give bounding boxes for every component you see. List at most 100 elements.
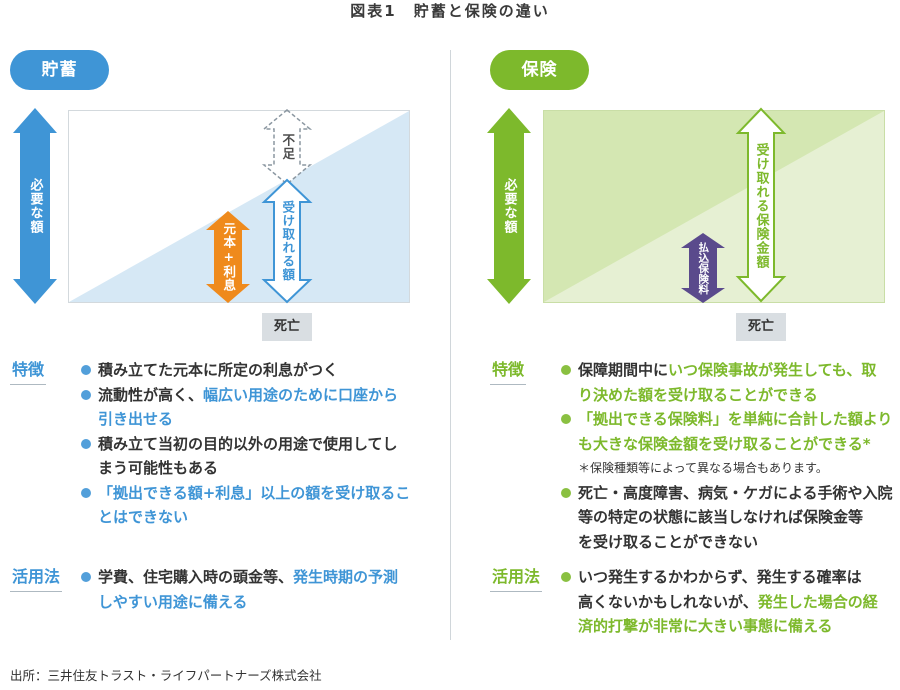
text-line: しやすい用途に備える xyxy=(98,590,398,615)
text-line: を受け取ることができない xyxy=(578,530,893,555)
arrow-label: 必要な額 xyxy=(501,178,517,234)
plain-text: 高くないかもしれないが、 xyxy=(578,592,758,611)
text-line: まう可能性もある xyxy=(98,456,410,481)
bullet-dot xyxy=(561,414,571,424)
text-line: 「拠出できる保険料」を単純に合計した額より xyxy=(578,407,893,432)
insurance-death-marker: 死亡 xyxy=(736,313,786,341)
arrow-shape xyxy=(487,108,531,304)
emphasis-text: り決めた額を受け取ることができる xyxy=(578,385,818,404)
list-item: 積み立てた元本に所定の利息がつく xyxy=(80,358,410,383)
arrow-shape xyxy=(13,108,57,304)
text-line: 流動性が高く、幅広い用途のために口座から xyxy=(98,383,410,408)
plain-text: 積み立てた元本に所定の利息がつく xyxy=(98,361,339,379)
plain-text: まう可能性もある xyxy=(98,459,219,477)
savings-required-amount-arrow: 必要な額 xyxy=(13,108,57,304)
emphasis-text: とはできない xyxy=(98,508,189,526)
list-item: 流動性が高く、幅広い用途のために口座から 引き出せる xyxy=(80,383,410,432)
principal-interest-arrow: 元本+利息 xyxy=(206,211,250,303)
plain-text: 積み立て当初の目的以外の用途で使用してし xyxy=(98,434,398,453)
arrow-label: 受け取れる保険金額 xyxy=(753,142,769,269)
insurance-features-list: 保障期間中にいつ保険事故が発生しても、取 り決めた額を受け取ることができる 「拠… xyxy=(560,358,893,554)
text-line: 等の特定の状態に該当しなければ保険金等 xyxy=(578,505,893,530)
text-line: り決めた額を受け取ることができる xyxy=(578,383,893,408)
plain-text: いつ発生するかわからず、発生する確率は xyxy=(578,568,862,586)
arrow-label: 払込保険料 xyxy=(697,241,710,295)
arrow-shape xyxy=(206,211,250,303)
insurance-required-amount-arrow: 必要な額 xyxy=(487,108,531,304)
arrow-label: 必要な額 xyxy=(27,178,43,234)
text-line: 積み立て当初の目的以外の用途で使用してし xyxy=(98,432,410,457)
text-line: 「拠出できる額+利息」以上の額を受け取るこ xyxy=(98,481,410,506)
savings-usage-list: 学費、住宅購入時の頭金等、発生時期の予測 しやすい用途に備える xyxy=(80,565,398,614)
text-line: とはできない xyxy=(98,505,410,530)
emphasis-text: 「拠出できる額+利息」以上の額を受け取るこ xyxy=(98,483,411,502)
bullet-dot xyxy=(81,438,91,449)
savings-accumulation-area xyxy=(69,111,409,302)
text-line: 保障期間中にいつ保険事故が発生しても、取 xyxy=(578,358,893,383)
emphasis-text: 発生した場合の経 xyxy=(757,592,878,611)
bullet-dot xyxy=(81,487,91,498)
plain-text: 学費、住宅購入時の頭金等、 xyxy=(98,568,294,586)
savings-features-list: 積み立てた元本に所定の利息がつく 流動性が高く、幅広い用途のために口座から 引き… xyxy=(80,358,410,530)
emphasis-text: も大きな保険金額を受け取ることができる* xyxy=(578,434,871,453)
plain-text: 流動性が高く、 xyxy=(98,385,204,404)
emphasis-text: 発生時期の予測 xyxy=(293,568,399,586)
shortfall-arrow: 不足 xyxy=(261,109,313,185)
premium-accumulation-area xyxy=(544,111,884,302)
arrow-shape xyxy=(261,109,313,185)
list-item: 学費、住宅購入時の頭金等、発生時期の予測 しやすい用途に備える xyxy=(80,565,398,614)
savings-usage-heading: 活用法 xyxy=(10,567,63,592)
arrow-label: 不足 xyxy=(280,133,296,161)
emphasis-text: しやすい用途に備える xyxy=(98,592,248,611)
bullet-dot xyxy=(561,365,571,375)
list-item: 保障期間中にいつ保険事故が発生しても、取 り決めた額を受け取ることができる xyxy=(560,358,893,407)
text-line: 死亡・高度障害、病気・ケガによる手術や入院 xyxy=(578,481,893,506)
bullet-dot xyxy=(561,487,571,498)
bullet-dot xyxy=(81,572,91,582)
figure-title: 図表1 貯蓄と保険の違い xyxy=(350,2,550,20)
insurance-usage-heading: 活用法 xyxy=(490,567,543,592)
plain-text: 死亡・高度障害、病気・ケガによる手術や入院 xyxy=(578,483,893,502)
list-item: 「拠出できる保険料」を単純に合計した額より も大きな保険金額を受け取ることができ… xyxy=(560,407,893,481)
insurance-pill: 保険 xyxy=(490,50,589,90)
text-line: 積み立てた元本に所定の利息がつく xyxy=(98,358,410,383)
text-line: も大きな保険金額を受け取ることができる* xyxy=(578,432,893,457)
source-credit: 出所：三井住友トラスト・ライフパートナーズ株式会社 xyxy=(10,668,322,683)
plain-text: を受け取ることができない xyxy=(578,532,759,551)
receivable-benefit-arrow: 受け取れる保険金額 xyxy=(735,107,787,303)
insurance-features-heading: 特徴 xyxy=(490,360,527,385)
savings-pill: 貯蓄 xyxy=(10,50,109,90)
list-item: 死亡・高度障害、病気・ケガによる手術や入院 等の特定の状態に該当しなければ保険金… xyxy=(560,481,893,555)
column-divider xyxy=(450,50,451,640)
text-line: 学費、住宅購入時の頭金等、発生時期の予測 xyxy=(98,565,398,590)
bullet-dot xyxy=(81,389,91,400)
arrow-shape xyxy=(681,233,725,303)
list-item: 「拠出できる額+利息」以上の額を受け取るこ とはできない xyxy=(80,481,410,530)
arrow-shape xyxy=(735,107,787,303)
receivable-amount-arrow: 受け取れる額 xyxy=(261,178,313,304)
emphasis-text: 済的打撃が非常に大きい事態に備える xyxy=(578,617,833,635)
emphasis-text: 幅広い用途のために口座から xyxy=(203,385,399,404)
premiums-paid-arrow: 払込保険料 xyxy=(681,233,725,303)
savings-features-heading: 特徴 xyxy=(10,360,47,385)
emphasis-text: 引き出せる xyxy=(98,410,174,428)
bullet-dot xyxy=(561,572,571,582)
bullet-dot xyxy=(81,365,91,375)
text-line: いつ発生するかわからず、発生する確率は xyxy=(578,565,878,590)
arrow-label: 受け取れる額 xyxy=(280,200,296,282)
footnote: ＊保険種類等によって異なる場合もあります。 xyxy=(578,461,828,475)
emphasis-text: いつ保険事故が発生しても、取 xyxy=(668,361,877,379)
savings-death-marker: 死亡 xyxy=(262,313,312,341)
text-line: 高くないかもしれないが、発生した場合の経 xyxy=(578,590,878,615)
list-item: いつ発生するかわからず、発生する確率は 高くないかもしれないが、発生した場合の経… xyxy=(560,565,878,639)
arrow-label: 元本+利息 xyxy=(221,222,237,292)
insurance-usage-list: いつ発生するかわからず、発生する確率は 高くないかもしれないが、発生した場合の経… xyxy=(560,565,878,639)
plain-text: 等の特定の状態に該当しなければ保険金等 xyxy=(578,508,864,526)
list-item: 積み立て当初の目的以外の用途で使用してし まう可能性もある xyxy=(80,432,410,481)
plain-text: 保障期間中に xyxy=(578,361,669,379)
text-line: 引き出せる xyxy=(98,407,410,432)
arrow-shape xyxy=(261,178,313,304)
emphasis-text: 「拠出できる保険料」を単純に合計した額より xyxy=(578,410,893,428)
text-line: 済的打撃が非常に大きい事態に備える xyxy=(578,614,878,639)
